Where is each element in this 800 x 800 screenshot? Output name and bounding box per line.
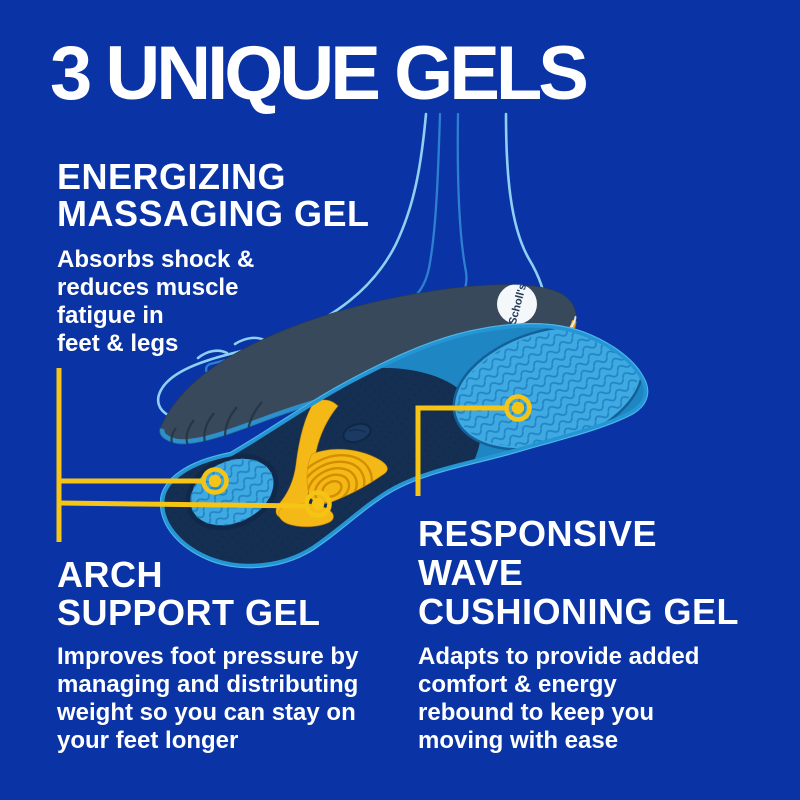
cushioning-gel-marker-icon xyxy=(504,394,532,422)
callout-lines xyxy=(56,368,505,542)
insole-rim-highlight xyxy=(159,323,649,569)
arch-gel-heading: ARCH SUPPORT GEL xyxy=(57,554,321,633)
brand-logo: Scholl's xyxy=(497,284,537,326)
massaging-gel-marker-icon xyxy=(201,467,229,495)
callout-line-responsive xyxy=(415,405,505,496)
arch-support-gel xyxy=(275,399,388,528)
energizing-gel-description: Absorbs shock & reduces muscle fatigue i… xyxy=(57,246,255,357)
responsive-gel-heading: RESPONSIVE WAVE CUSHIONING GEL xyxy=(418,513,740,632)
embossed-logo-stamp xyxy=(342,422,372,444)
responsive-gel-description: Adapts to provide added comfort & energy… xyxy=(418,643,700,754)
arch-gel-description: Improves foot pressure by managing and d… xyxy=(57,643,359,754)
arch-gel-marker-icon xyxy=(304,490,332,518)
insole-top-surface xyxy=(159,284,577,445)
page-title: 3 UNIQUE GELS xyxy=(50,31,589,116)
callout-line-arch xyxy=(58,500,307,509)
heel-massaging-pad xyxy=(185,453,279,531)
forefoot-cushion-pad xyxy=(452,325,644,451)
callout-markers xyxy=(201,394,532,518)
energizing-gel-heading: ENERGIZING MASSAGING GEL xyxy=(57,156,370,234)
